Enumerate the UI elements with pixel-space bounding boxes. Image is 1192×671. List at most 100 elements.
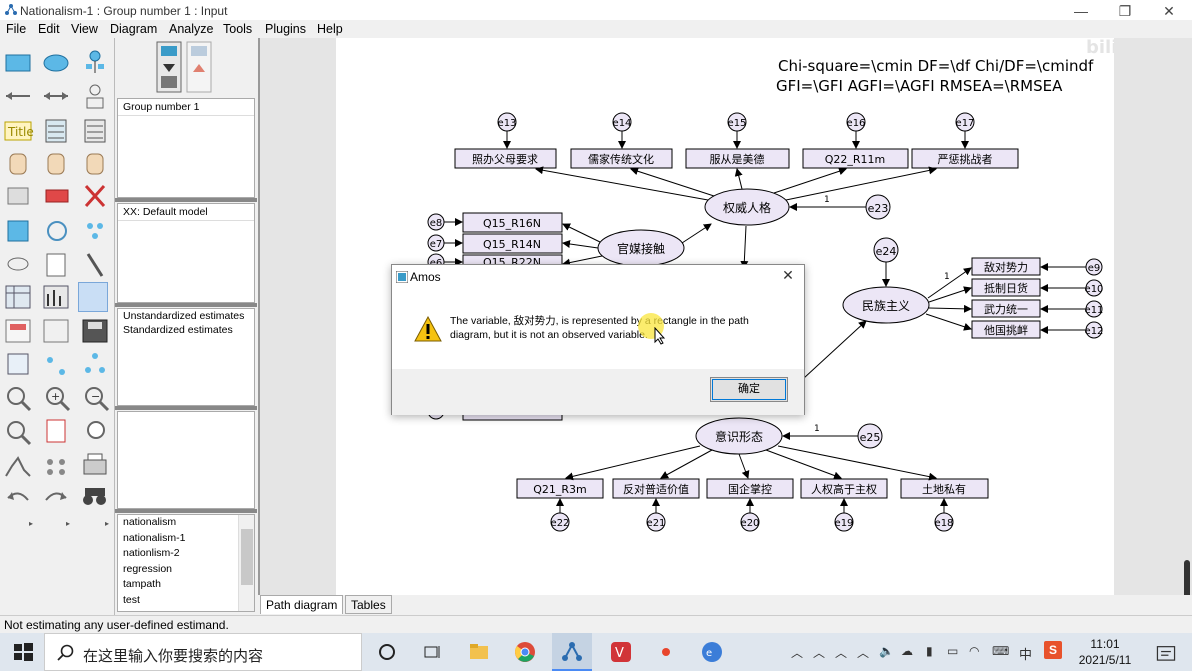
fit-to-page-icon	[46, 419, 66, 443]
error-label: e22	[551, 518, 570, 529]
file-explorer-icon[interactable]	[468, 641, 490, 663]
close-button[interactable]: ✕	[1163, 3, 1175, 19]
amos-app-icon	[5, 4, 17, 15]
search-placeholder: 在这里输入你要搜索的内容	[83, 648, 264, 665]
menu-plugins[interactable]: Plugins	[265, 22, 306, 36]
group-item[interactable]: Group number 1	[118, 99, 254, 116]
weight-label: 1	[944, 272, 950, 282]
canvas-scrollbar[interactable]	[1184, 560, 1190, 604]
wps-icon[interactable]: V	[610, 641, 632, 663]
var-label: 人权高于主权	[811, 482, 877, 496]
amos-task-button[interactable]	[552, 633, 592, 671]
taskbar-clock[interactable]: 11:01 2021/5/11	[1070, 636, 1140, 668]
splitter[interactable]	[115, 198, 257, 202]
scrollbar-thumb[interactable]	[241, 529, 253, 585]
tray-chevron-icon[interactable]: ︿	[791, 646, 804, 660]
tray-chevron-icon[interactable]: ︿	[857, 646, 870, 660]
view-page-icon	[7, 421, 32, 446]
file-list-scrollbar[interactable]	[238, 515, 254, 611]
file-item[interactable]: tampath	[123, 578, 161, 590]
reflect-indicators-icon	[87, 223, 103, 239]
select-data-files-icon	[5, 285, 31, 309]
toolbox: Title + −	[0, 38, 114, 615]
select-all-icon	[47, 153, 65, 175]
menu-view[interactable]: View	[71, 22, 98, 36]
menu-diagram[interactable]: Diagram	[110, 22, 158, 36]
tab-path-diagram[interactable]: Path diagram	[260, 595, 344, 614]
svg-text:▸: ▸	[105, 519, 109, 528]
keyboard-icon[interactable]: ⌨	[992, 644, 1010, 658]
task-view-icon[interactable]	[421, 641, 443, 663]
models-box: XX: Default model	[117, 203, 255, 303]
error-label: e17	[956, 118, 975, 129]
analysis-properties-tool[interactable]	[78, 282, 108, 312]
error-label: e7	[430, 239, 443, 250]
file-item[interactable]: nationalism-1	[123, 531, 186, 544]
splitter[interactable]	[115, 303, 257, 307]
file-item[interactable]: regression	[123, 562, 173, 575]
notification-icon[interactable]	[1155, 643, 1177, 665]
tray-chevron-icon[interactable]: ︿	[835, 646, 848, 660]
ime-indicator[interactable]: 中	[1019, 647, 1033, 662]
error-label: e23	[868, 202, 889, 215]
object-properties-icon	[7, 353, 29, 375]
select-one-icon	[9, 153, 27, 175]
ok-button[interactable]: 确定	[710, 377, 788, 402]
maximize-button[interactable]: ❐	[1118, 3, 1132, 19]
record-icon[interactable]	[655, 641, 677, 663]
windows-start-icon[interactable]	[12, 641, 34, 663]
sogou-ime-icon[interactable]: S	[1044, 641, 1062, 659]
taskbar-search-box[interactable]: 在这里输入你要搜索的内容	[44, 633, 362, 671]
menu-file[interactable]: File	[6, 22, 27, 36]
weight-label: 1	[814, 424, 820, 434]
input-output-toggle[interactable]	[155, 40, 215, 96]
file-item[interactable]: nationalism	[123, 516, 177, 528]
model-item[interactable]: XX: Default model	[118, 204, 254, 221]
undo-icon	[7, 492, 29, 501]
menu-bar: File Edit View Diagram Analyze Tools Plu…	[0, 20, 1192, 38]
menu-edit[interactable]: Edit	[38, 22, 60, 36]
path-diagram-canvas[interactable]: Chi-square=\cmin DF=\df Chi/DF=\cmindf G…	[336, 38, 1114, 595]
error-label: e6	[430, 258, 443, 269]
groups-box: Group number 1	[117, 98, 255, 198]
binoculars-icon	[83, 488, 106, 505]
var-label: Q15_R14N	[483, 238, 541, 251]
list-variables-model-icon	[45, 119, 67, 143]
copy-to-clipboard-icon	[43, 319, 69, 343]
menu-tools[interactable]: Tools	[223, 22, 253, 36]
speaker-icon[interactable]: 🔈	[879, 644, 894, 658]
observed-box-top	[911, 148, 1019, 169]
cloud-icon[interactable]: ☁	[901, 644, 913, 658]
splitter[interactable]	[115, 509, 257, 513]
amos-warning-dialog: Amos ✕ The variable, 敌对势力, is represente…	[391, 264, 805, 415]
var-label: 抵制日货	[984, 281, 1028, 295]
chrome-icon[interactable]	[514, 641, 536, 663]
menu-help[interactable]: Help	[317, 22, 343, 36]
battery-icon[interactable]: ▭	[947, 644, 959, 658]
minimize-button[interactable]: —	[1074, 3, 1088, 19]
clock-time: 11:01	[1090, 637, 1120, 651]
window-title: Nationalism-1 : Group number 1 : Input	[20, 4, 228, 18]
error-label: e18	[935, 518, 954, 529]
file-item[interactable]: nationlism-2	[123, 547, 180, 559]
svg-text:−: −	[91, 390, 100, 403]
file-list: nationalism nationalism-1 nationlism-2 r…	[117, 514, 255, 612]
dialog-close-button[interactable]: ✕	[782, 267, 794, 283]
error-label: e16	[847, 118, 866, 129]
usb-icon[interactable]: ▮	[926, 644, 933, 658]
status-bar: Not estimating any user-defined estimand…	[0, 615, 1192, 633]
splitter[interactable]	[115, 406, 257, 410]
standardized-estimates-item[interactable]: Standardized estimates	[123, 324, 233, 336]
file-item[interactable]: test	[123, 593, 140, 606]
tab-tables[interactable]: Tables	[345, 595, 392, 614]
wifi-icon[interactable]: ◠	[969, 644, 980, 658]
browser-icon[interactable]: e	[701, 641, 723, 663]
tray-chevron-icon[interactable]: ︿	[813, 646, 826, 660]
error-label: e21	[647, 518, 666, 529]
menu-analyze[interactable]: Analyze	[169, 22, 214, 36]
error-label: e10	[1085, 284, 1104, 295]
cortana-icon[interactable]	[376, 641, 398, 663]
draw-unobserved-icon	[43, 54, 69, 72]
unstandardized-estimates-item[interactable]: Unstandardized estimates	[123, 310, 245, 322]
var-label: 土地私有	[922, 482, 966, 496]
